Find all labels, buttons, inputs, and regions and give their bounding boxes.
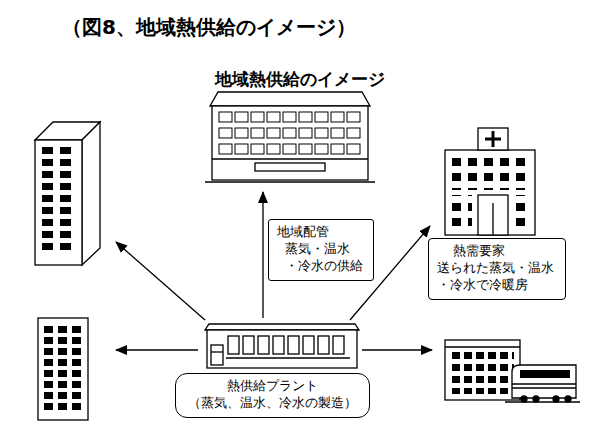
plant-windows xyxy=(273,336,284,354)
supply-arrow xyxy=(362,349,432,350)
hotel-building xyxy=(205,181,375,182)
station-building xyxy=(445,340,520,400)
hospital-building xyxy=(478,195,508,235)
hospital-building xyxy=(452,158,530,190)
hospital-building xyxy=(452,195,472,230)
callout-box: 熱需要家送られた蒸気・温水 ・冷水で冷暖房 xyxy=(428,238,566,300)
heat-plant xyxy=(211,345,223,365)
hotel-building xyxy=(218,110,362,158)
train xyxy=(505,365,580,402)
heat-plant xyxy=(205,324,359,368)
plant-windows xyxy=(226,357,350,358)
plant-windows xyxy=(228,336,239,354)
illustration xyxy=(35,92,580,420)
heat-plant xyxy=(207,330,357,368)
office-building xyxy=(35,122,100,265)
hospital-building xyxy=(512,195,532,230)
apartment-building xyxy=(44,326,85,414)
station-building xyxy=(445,346,520,347)
hospital-building xyxy=(492,203,493,235)
callout-heading: 熱需要家 xyxy=(437,243,557,260)
callout-box: 地域配管蒸気・温水 ・冷水の供給 xyxy=(268,219,374,281)
supply-arrow xyxy=(262,192,263,318)
plant-windows xyxy=(333,336,344,354)
plant-windows xyxy=(258,336,269,354)
office-building xyxy=(82,122,100,265)
hospital-building xyxy=(478,128,508,150)
train xyxy=(520,370,570,378)
plant-windows xyxy=(318,336,329,354)
station-building xyxy=(445,340,520,400)
hospital-building xyxy=(485,131,501,147)
plant-label-box: 熱供給プラント（蒸気、温水、冷水の製造） xyxy=(175,373,370,418)
train xyxy=(512,383,576,384)
plant-windows xyxy=(288,336,299,354)
diagram-subtitle: 地域熱供給のイメージ xyxy=(215,68,385,90)
heat-plant xyxy=(211,351,223,352)
train xyxy=(521,396,527,402)
train xyxy=(512,365,576,398)
train xyxy=(565,396,571,402)
hotel-building xyxy=(205,92,375,182)
office-building xyxy=(42,147,78,255)
office-building xyxy=(35,140,82,265)
callout-heading: 地域配管 xyxy=(277,224,365,241)
hotel-building xyxy=(210,92,370,106)
callout-body: 送られた蒸気・温水 ・冷水で冷暖房 xyxy=(437,260,557,294)
train xyxy=(533,396,539,402)
hotel-building xyxy=(255,163,325,171)
plant-windows xyxy=(226,336,350,358)
train xyxy=(512,387,576,388)
supply-arrow xyxy=(116,349,198,350)
train xyxy=(553,396,559,402)
hotel-building xyxy=(212,106,368,180)
callout-body: 蒸気・温水 ・冷水の供給 xyxy=(277,241,365,275)
supply-arrow xyxy=(116,242,205,320)
hotel-building xyxy=(212,158,368,159)
train xyxy=(505,401,580,402)
apartment-building xyxy=(38,318,88,420)
figure-title: （図8、地域熱供給のイメージ） xyxy=(62,14,356,40)
plant-windows xyxy=(303,336,314,354)
plant-windows xyxy=(243,336,254,354)
supply-arrow xyxy=(116,192,432,350)
callout-heading: 熱供給プラント xyxy=(188,378,357,395)
hospital-building xyxy=(445,128,535,235)
callout-body: （蒸気、温水、冷水の製造） xyxy=(188,395,357,412)
station-building xyxy=(452,352,514,394)
heat-plant xyxy=(205,324,359,330)
hospital-building xyxy=(445,150,535,235)
apartment-building xyxy=(38,318,88,420)
